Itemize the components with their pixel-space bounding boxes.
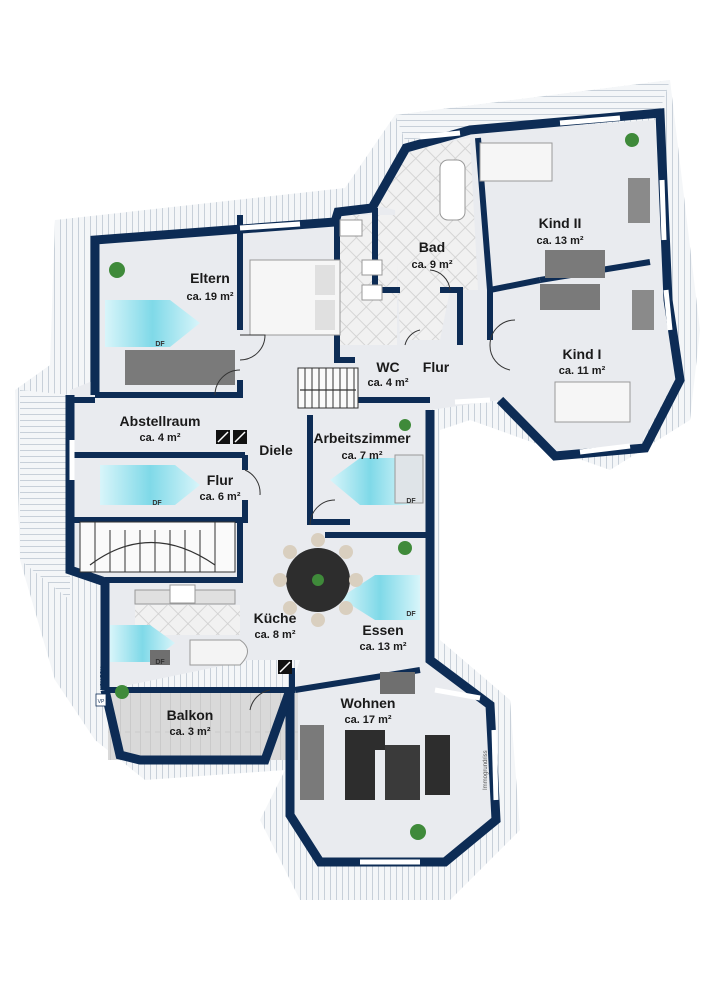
room-name-flur-top: Flur (423, 359, 450, 375)
skylight-labels: DF DF DF DF DF (152, 341, 416, 666)
windows (69, 115, 673, 865)
room-area-wohnen: ca. 17 m² (344, 714, 391, 726)
skylight-label: DF (155, 659, 165, 666)
door-swings (214, 269, 516, 711)
walls (65, 108, 685, 867)
room-labels: Eltern ca. 19 m² Bad ca. 9 m² Kind II ca… (120, 215, 606, 738)
room-area-arbeitszimmer: ca. 7 m² (342, 450, 383, 462)
room-name-eltern: Eltern (190, 270, 230, 286)
skylights (100, 300, 420, 662)
room-name-arbeitszimmer: Arbeitszimmer (313, 430, 411, 446)
furniture (125, 142, 654, 800)
room-name-kind2: Kind II (539, 215, 582, 231)
watermark: Immogrundriss (483, 750, 489, 790)
room-area-balkon: ca. 3 m² (170, 726, 211, 738)
room-name-wohnen: Wohnen (341, 695, 396, 711)
room-area-kueche: ca. 8 m² (255, 629, 296, 641)
room-area-abstellraum: ca. 4 m² (140, 432, 181, 444)
room-name-kueche: Küche (254, 610, 297, 626)
room-name-diele: Diele (259, 442, 293, 458)
room-name-kind1: Kind I (563, 346, 602, 362)
room-name-bad: Bad (419, 239, 445, 255)
logo-initials: VP (98, 699, 105, 705)
logo: VP VON POLL (95, 665, 107, 707)
room-area-eltern: ca. 19 m² (186, 291, 233, 303)
skylight-label: DF (152, 500, 162, 507)
room-name-abstellraum: Abstellraum (120, 413, 201, 429)
staircase-top (297, 367, 359, 409)
room-name-essen: Essen (362, 622, 403, 638)
room-name-flur-left: Flur (207, 472, 234, 488)
room-area-essen: ca. 13 m² (359, 641, 406, 653)
skylight-label: DF (406, 611, 416, 618)
room-area-flur-left: ca. 6 m² (200, 491, 241, 503)
logo-text: VON POLL (100, 665, 106, 690)
room-area-kind1: ca. 11 m² (559, 365, 606, 377)
staircase-left (79, 521, 236, 573)
room-area-wc: ca. 4 m² (368, 377, 409, 389)
room-area-bad: ca. 9 m² (412, 259, 453, 271)
room-name-wc: WC (376, 359, 399, 375)
room-name-balkon: Balkon (167, 707, 214, 723)
skylight-label: DF (406, 498, 416, 505)
plants (109, 133, 639, 840)
chimneys (216, 430, 292, 674)
room-area-kind2: ca. 13 m² (536, 235, 583, 247)
skylight-label: DF (155, 341, 165, 348)
wc-tile-floor (337, 215, 397, 345)
